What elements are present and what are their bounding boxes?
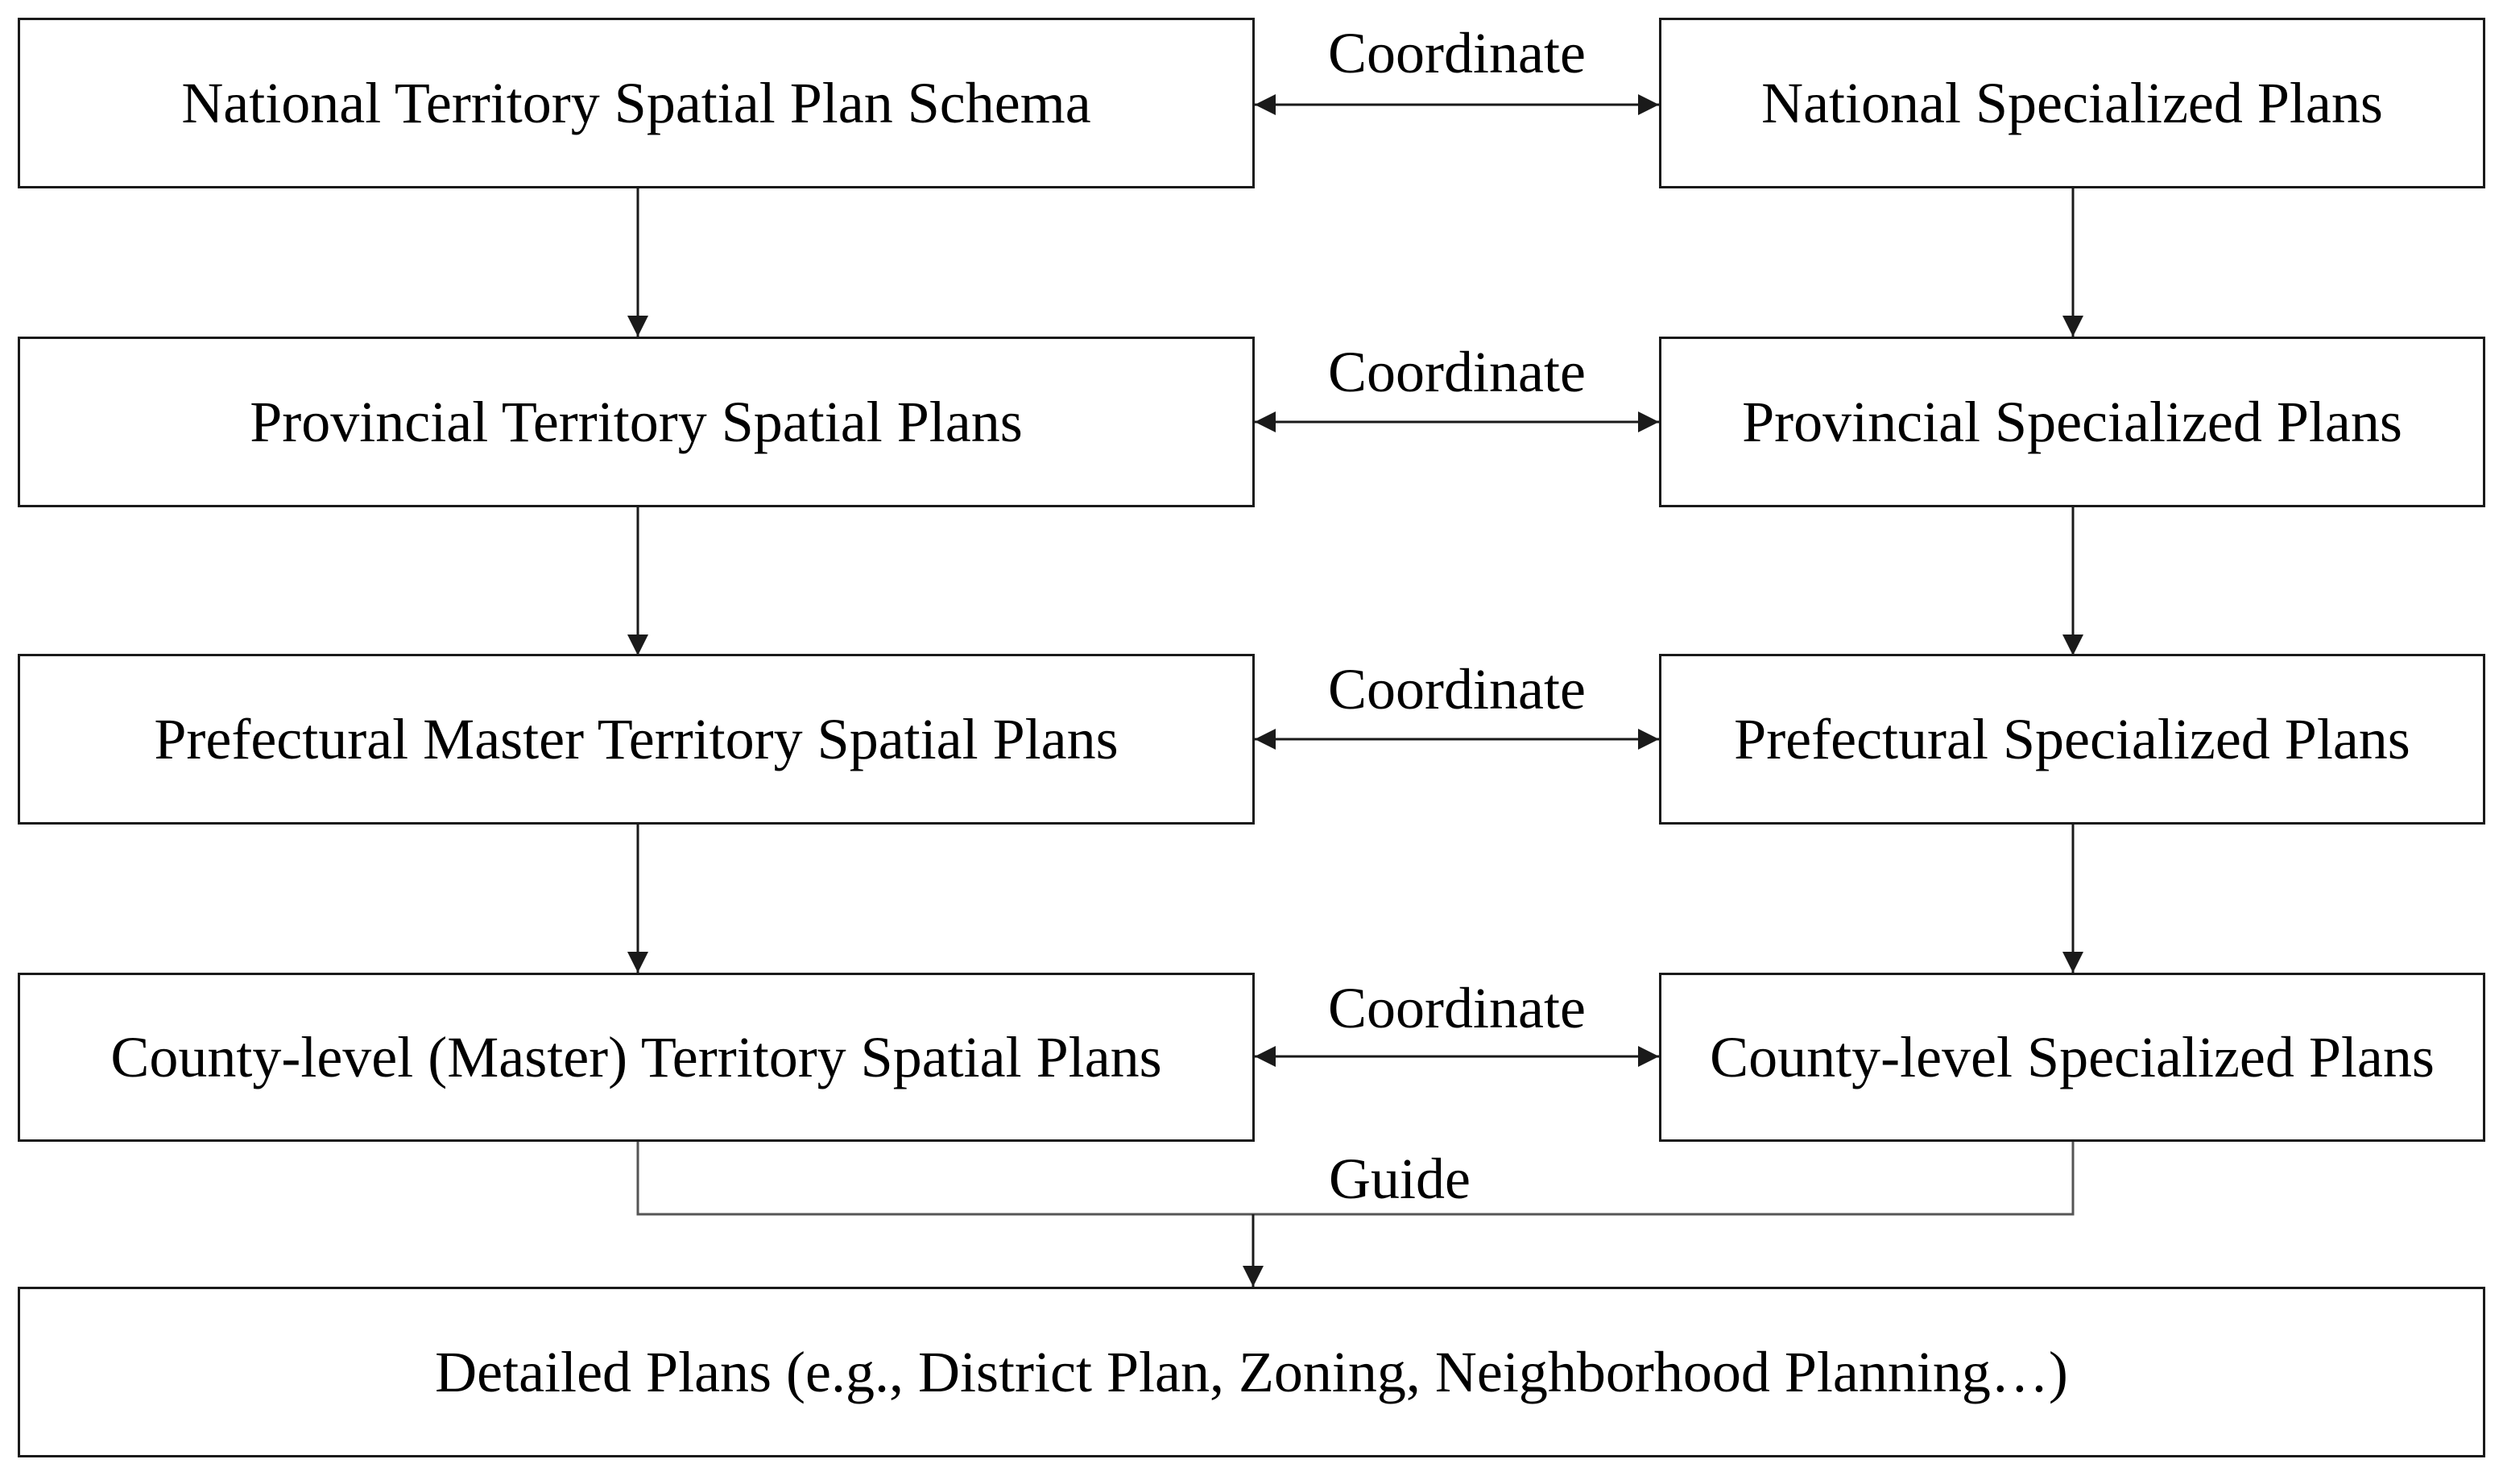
box-national-territory-plan: National Territory Spatial Plan Schema	[18, 18, 1255, 188]
box-provincial-specialized-plans: Provincial Specialized Plans	[1659, 337, 2485, 507]
coordinate-label-provincial: Coordinate	[1328, 340, 1586, 404]
box-prefectural-territory-plans-label: Prefectural Master Territory Spatial Pla…	[154, 706, 1119, 771]
guide-label: Guide	[1329, 1147, 1471, 1211]
box-national-specialized-plans-label: National Specialized Plans	[1761, 70, 2383, 135]
box-prefectural-territory-plans: Prefectural Master Territory Spatial Pla…	[18, 654, 1255, 825]
box-national-territory-plan-label: National Territory Spatial Plan Schema	[181, 70, 1091, 135]
box-county-specialized-plans: County-level Specialized Plans	[1659, 973, 2485, 1142]
box-provincial-territory-plans-label: Provincial Territory Spatial Plans	[250, 389, 1023, 454]
guide-connector	[636, 1142, 2075, 1216]
box-detailed-plans: Detailed Plans (e.g., District Plan, Zon…	[18, 1287, 2485, 1457]
coordinate-label-prefectural: Coordinate	[1328, 657, 1586, 721]
box-provincial-territory-plans: Provincial Territory Spatial Plans	[18, 337, 1255, 507]
box-national-specialized-plans: National Specialized Plans	[1659, 18, 2485, 188]
box-county-territory-plans-label: County-level (Master) Territory Spatial …	[110, 1024, 1162, 1089]
box-detailed-plans-label: Detailed Plans (e.g., District Plan, Zon…	[435, 1339, 2068, 1404]
box-provincial-specialized-plans-label: Provincial Specialized Plans	[1742, 389, 2402, 454]
coordinate-label-national: Coordinate	[1328, 21, 1586, 85]
coordinate-label-county: Coordinate	[1328, 976, 1586, 1040]
box-prefectural-specialized-plans: Prefectural Specialized Plans	[1659, 654, 2485, 825]
box-prefectural-specialized-plans-label: Prefectural Specialized Plans	[1734, 706, 2410, 771]
box-county-territory-plans: County-level (Master) Territory Spatial …	[18, 973, 1255, 1142]
box-county-specialized-plans-label: County-level Specialized Plans	[1710, 1024, 2435, 1089]
